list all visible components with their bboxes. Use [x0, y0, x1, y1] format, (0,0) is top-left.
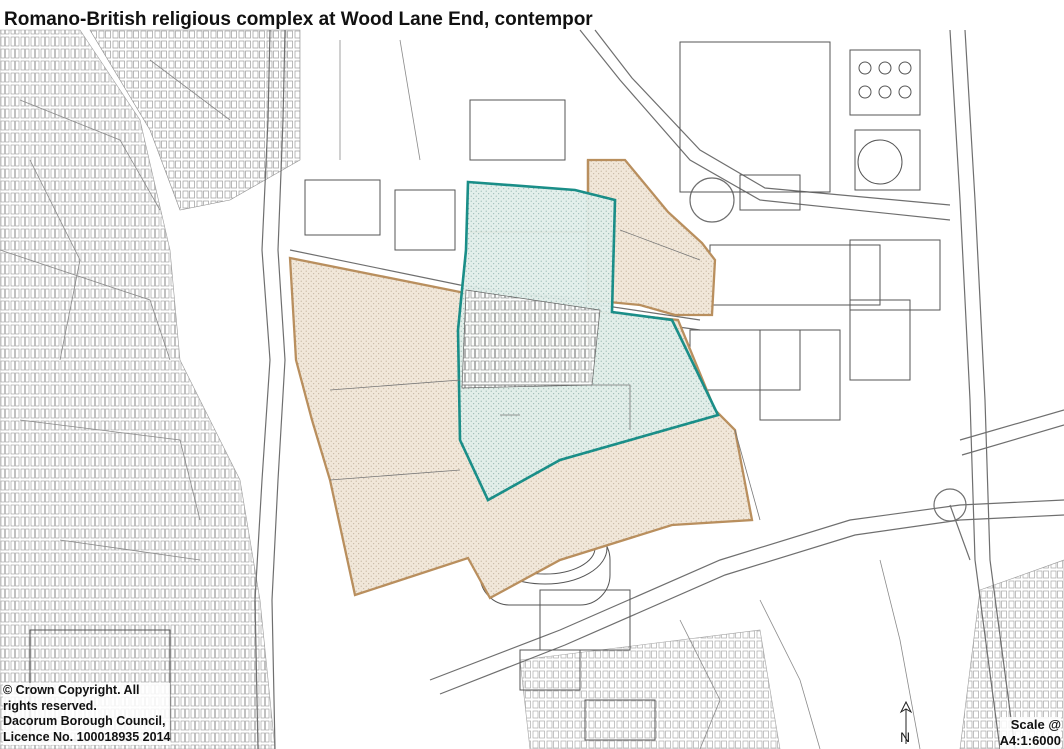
north-label: N — [900, 729, 911, 745]
copyright-notice: © Crown Copyright. All rights reserved. … — [3, 683, 171, 745]
road-south-2 — [439, 514, 1064, 695]
road-west-main-2 — [271, 29, 286, 749]
roundabout-north — [689, 177, 735, 223]
road-east-cross — [959, 409, 1064, 441]
copyright-line: Dacorum Borough Council, — [3, 714, 166, 728]
road-west-main — [254, 29, 271, 749]
building-large-north — [679, 41, 831, 193]
roundabout-south-link — [949, 504, 971, 561]
road-east — [949, 29, 1001, 749]
road-south — [429, 499, 1064, 681]
housing-northwest — [89, 29, 301, 211]
roundabout-east — [933, 488, 967, 522]
minor-streets — [0, 39, 921, 749]
field-boundaries — [329, 229, 761, 521]
outer-boundary-northeast — [586, 158, 717, 317]
housing-west — [0, 29, 276, 749]
north-arrow-icon — [899, 700, 913, 744]
road-east-cross-2 — [961, 424, 1064, 456]
copyright-line: © Crown Copyright. All — [3, 683, 140, 697]
housing-southeast — [959, 559, 1064, 749]
tanks — [849, 49, 921, 191]
scale-value: A4:1:6000 — [999, 733, 1061, 748]
scale-caption: Scale @ — [1010, 717, 1061, 732]
road-north-2 — [594, 29, 951, 206]
map-title: Romano-British religious complex at Wood… — [4, 9, 595, 30]
road-north — [579, 29, 951, 221]
scale-label: Scale @ A4:1:6000 — [999, 717, 1061, 749]
copyright-line: rights reserved. — [3, 698, 97, 713]
copyright-line: Licence No. 100018935 2014 — [3, 729, 171, 744]
road-east-2 — [964, 29, 1016, 749]
